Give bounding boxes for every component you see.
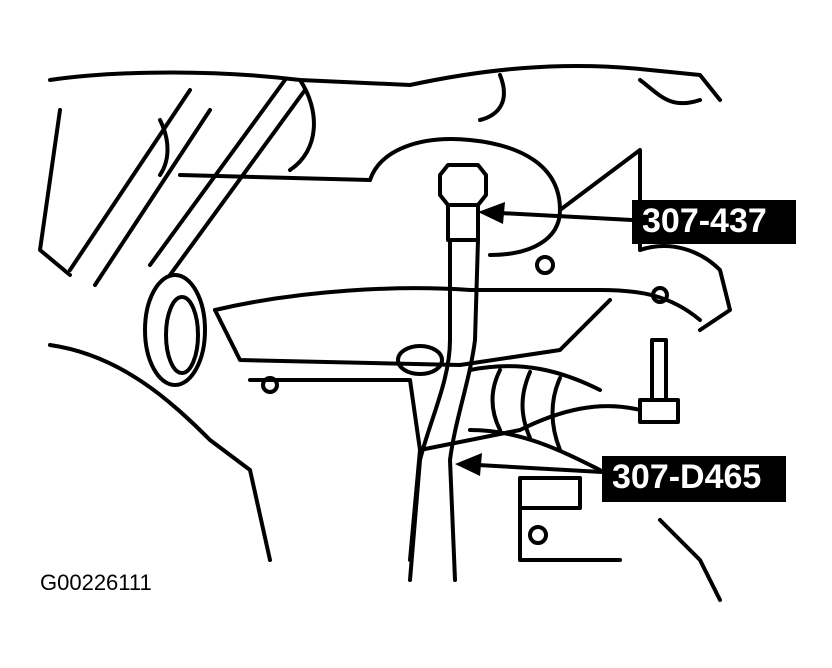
rod-left-2 [93,108,212,287]
fitting-collar [446,203,480,242]
callout-arrow-2 [455,453,603,476]
pipe-rib-3 [550,376,562,452]
pipe-bottom [468,428,602,472]
rod-left-3 [148,78,287,267]
bushing-inner [164,295,200,375]
mount-side [178,173,372,182]
pipe-rib-1 [490,368,502,432]
callout-label-tool-2: 307-D465 [602,456,786,502]
mount-plate-edge [558,148,642,252]
lower-right-2 [658,518,722,602]
lower-body-2 [248,378,422,562]
lower-body [48,343,272,562]
housing-outline [48,64,722,102]
fitting-nut [438,163,488,207]
pipe-top [468,364,602,392]
housing-detail-2 [478,73,506,122]
rod-left-1 [68,88,192,272]
housing-bracket [38,108,72,277]
housing-detail [158,118,170,177]
small-hole-3 [535,255,555,275]
lower-right [518,498,622,562]
callout-label-tool-1: 307-437 [632,200,796,244]
clamp-hole [528,525,548,545]
figure-id: G00226111 [40,570,152,595]
bushing [143,273,207,387]
small-hole-2 [651,286,669,304]
clamp [518,476,582,510]
bracket-right [638,244,732,332]
small-hole-1 [261,376,279,394]
oring [396,344,444,376]
hose-right-edge [448,238,480,582]
hose-left-edge [408,238,452,582]
callout-arrow-1 [478,202,633,224]
rod-left-4 [168,88,307,277]
bolt-head [638,398,680,424]
bolt-shaft [650,338,668,402]
mount-cradle [213,298,612,367]
mount-lower [213,286,702,322]
housing-detail-3 [638,78,702,106]
pipe-rib-2 [520,370,532,440]
mount-plate [368,137,562,257]
